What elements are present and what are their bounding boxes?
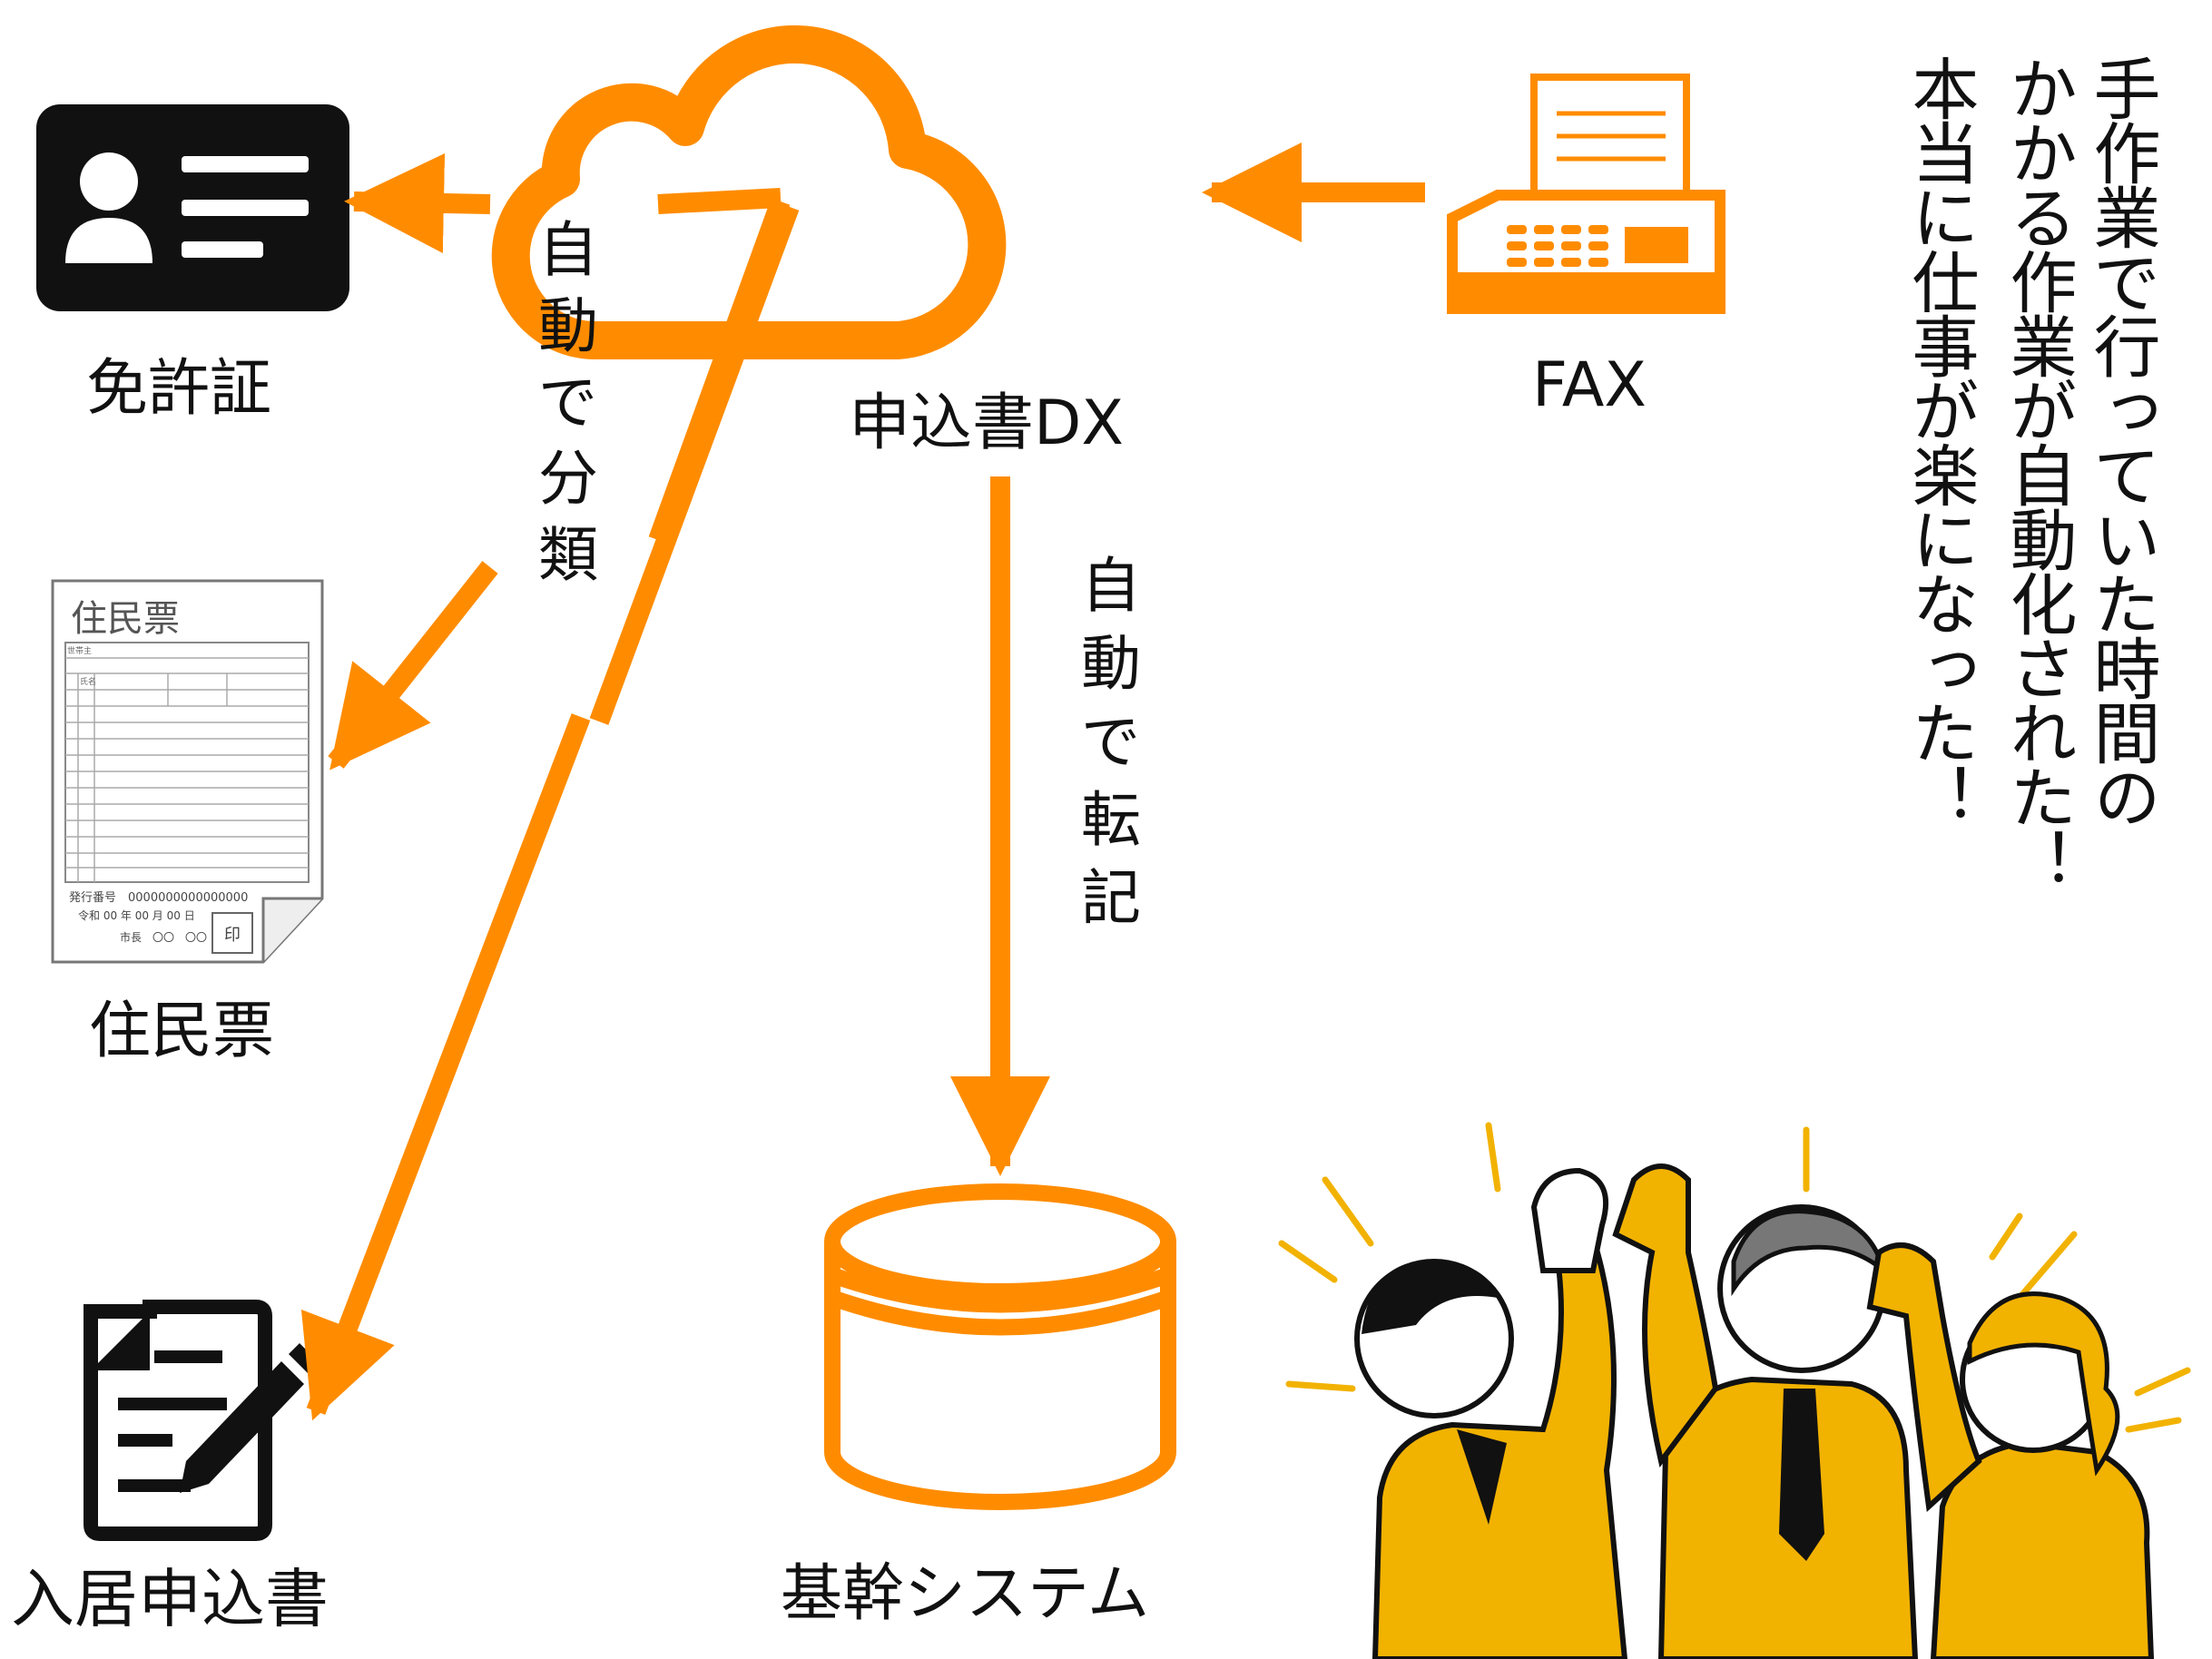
arrow-to-application-form <box>300 713 591 1421</box>
core-system-label: 基幹システム <box>781 1558 1149 1630</box>
resident-record-icon: 住民票 世帯主 氏名 発行番号 0000000000000000 令和 00 年… <box>51 579 324 964</box>
juminhyo-date: 令和 00 年 00 月 00 日 <box>78 908 195 922</box>
arrow-cloud-classify-lower <box>589 203 800 725</box>
message-column-middle: かかる作業が自動化された！ <box>1999 54 2077 892</box>
arrow-cloud-to-license <box>657 188 782 214</box>
juminhyo-issue-no: 発行番号 0000000000000000 <box>69 891 248 905</box>
message-column-left: 本当に仕事が楽になった！ <box>1901 54 1979 828</box>
license-card-icon <box>36 104 349 311</box>
application-form-icon <box>84 1300 322 1541</box>
database-icon <box>824 1183 1176 1510</box>
celebrating-team-illustration <box>1278 1122 2191 1659</box>
dx-label: 申込書DX <box>849 388 1124 459</box>
fax-keypad <box>1507 225 1608 267</box>
juminhyo-head-label: 世帯主 <box>67 645 92 656</box>
application-form-label: 入居申込書 <box>11 1562 329 1636</box>
juminhyo-table-lines <box>65 657 309 882</box>
juminhyo-name-label: 氏名 <box>80 676 96 687</box>
cloud-icon <box>491 25 1007 359</box>
arrow-to-juminhyo <box>328 561 498 771</box>
juminhyo-label: 住民票 <box>89 996 275 1067</box>
fax-machine-icon <box>1447 74 1725 314</box>
juminhyo-mayor: 市長 〇〇 〇〇 <box>120 930 207 944</box>
license-label: 免許証 <box>86 353 272 425</box>
message-column-right: 手作業で行っていた時間の <box>2082 54 2160 828</box>
juminhyo-seal: 印 <box>224 926 241 945</box>
arrow-to-license-head <box>344 152 491 253</box>
fax-label: FAX <box>1532 349 1647 421</box>
juminhyo-doc-title: 住民票 <box>71 598 180 640</box>
auto-classify-annotation: 自動で分類 <box>528 218 598 599</box>
arrows <box>300 142 1425 1421</box>
auto-transcribe-annotation: 自動で転記 <box>1071 554 1141 944</box>
burst-lines <box>1278 1122 2191 1433</box>
